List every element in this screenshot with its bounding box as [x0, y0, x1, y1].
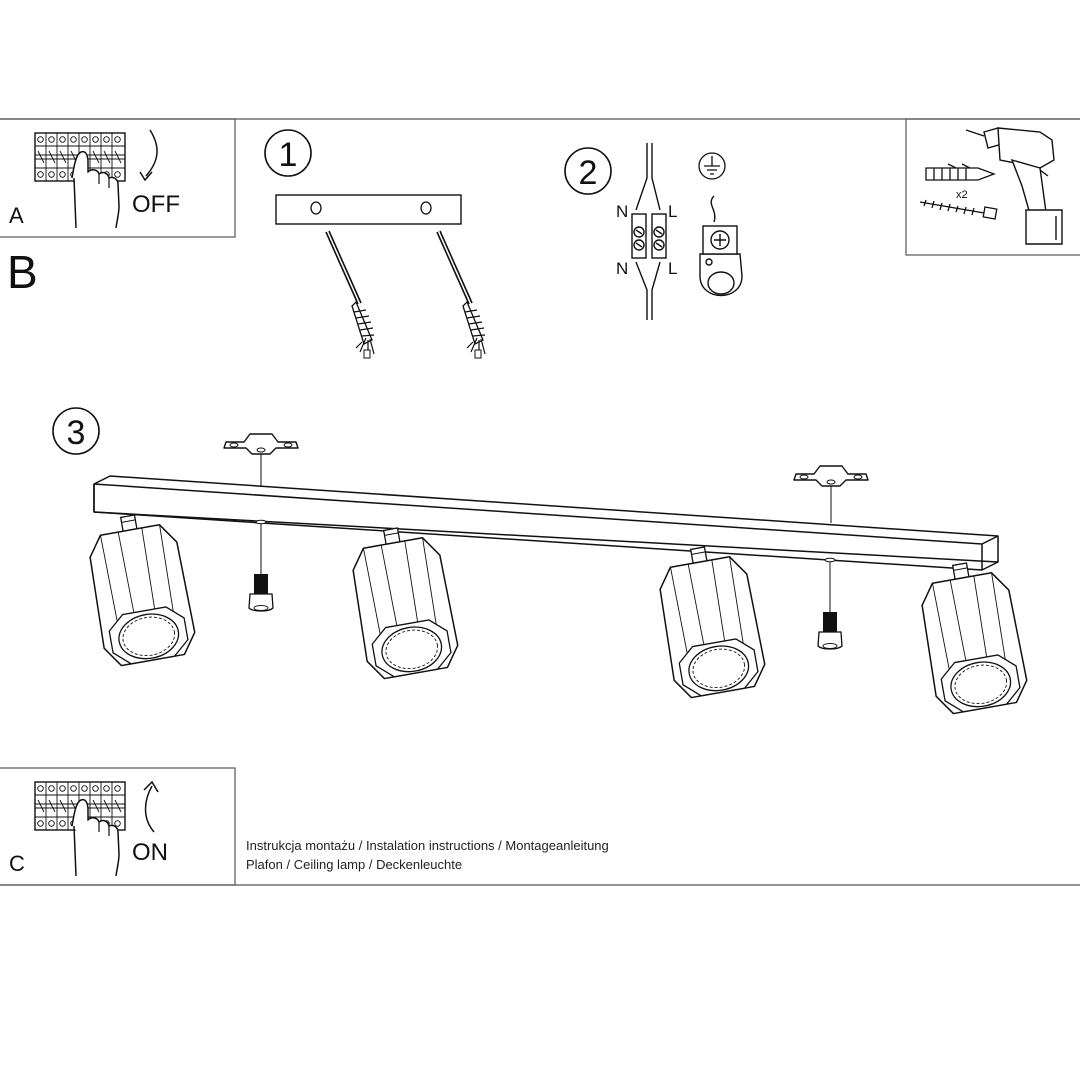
mounting-bolt-icon — [248, 519, 274, 612]
spotlight-icon — [344, 520, 462, 682]
step-3-number: 3 — [67, 414, 86, 452]
step-2-number: 2 — [579, 154, 598, 192]
live-label-top: L — [668, 202, 677, 221]
step-3-marker — [52, 407, 100, 455]
ground-terminal-icon — [699, 195, 743, 297]
step-2-marker — [564, 147, 612, 195]
panel-c: ON C — [0, 767, 236, 886]
panel-c-action: ON — [132, 839, 168, 866]
panel-a-letter: A — [9, 203, 24, 228]
arrow-up-icon — [143, 780, 159, 833]
terminal-block-icon — [631, 143, 667, 320]
footer-instructions-title: Instrukcja montażu / Instalation instruc… — [246, 838, 609, 853]
ceiling-bracket-icon — [793, 465, 869, 487]
step-1-number: 1 — [279, 136, 298, 174]
arrow-down-icon — [139, 129, 158, 182]
spotlight-icon — [81, 507, 199, 669]
lamp-rail — [93, 475, 999, 571]
step-2: 2 N L N L — [564, 143, 743, 320]
wall-plug-icon — [436, 230, 486, 359]
neutral-label-top: N — [616, 202, 628, 221]
tools-quantity: x2 — [956, 189, 968, 201]
step-3: 3 — [52, 407, 1031, 717]
wall-plug-icon — [325, 230, 375, 359]
panel-a-frame — [0, 118, 236, 238]
step-1: 1 — [264, 129, 486, 359]
mounting-plate — [275, 194, 462, 225]
section-b-letter: B — [7, 246, 38, 298]
drill-icon — [965, 127, 1063, 245]
panel-c-frame — [0, 767, 236, 886]
step-1-marker — [264, 129, 312, 177]
tools-panel-frame — [905, 118, 1080, 256]
footer-product-name: Plafon / Ceiling lamp / Deckenleuchte — [246, 857, 463, 872]
spotlight-icon — [651, 539, 769, 701]
plate-hole-right — [420, 201, 432, 215]
ceiling-bracket-icon — [223, 433, 299, 455]
panel-a-action: OFF — [132, 191, 180, 218]
plate-hole-left — [310, 201, 322, 215]
panel-a: OFF A — [0, 118, 236, 238]
ground-symbol-icon — [698, 152, 726, 180]
panel-c-letter: C — [9, 851, 25, 876]
tools-panel: x2 — [905, 118, 1080, 256]
screw-icon — [919, 199, 998, 220]
mounting-bolt-icon — [817, 557, 843, 650]
live-label-bottom: L — [668, 259, 677, 278]
spotlight-icon — [913, 555, 1031, 717]
wall-plug-icon — [925, 163, 996, 181]
neutral-label-bottom: N — [616, 259, 628, 278]
